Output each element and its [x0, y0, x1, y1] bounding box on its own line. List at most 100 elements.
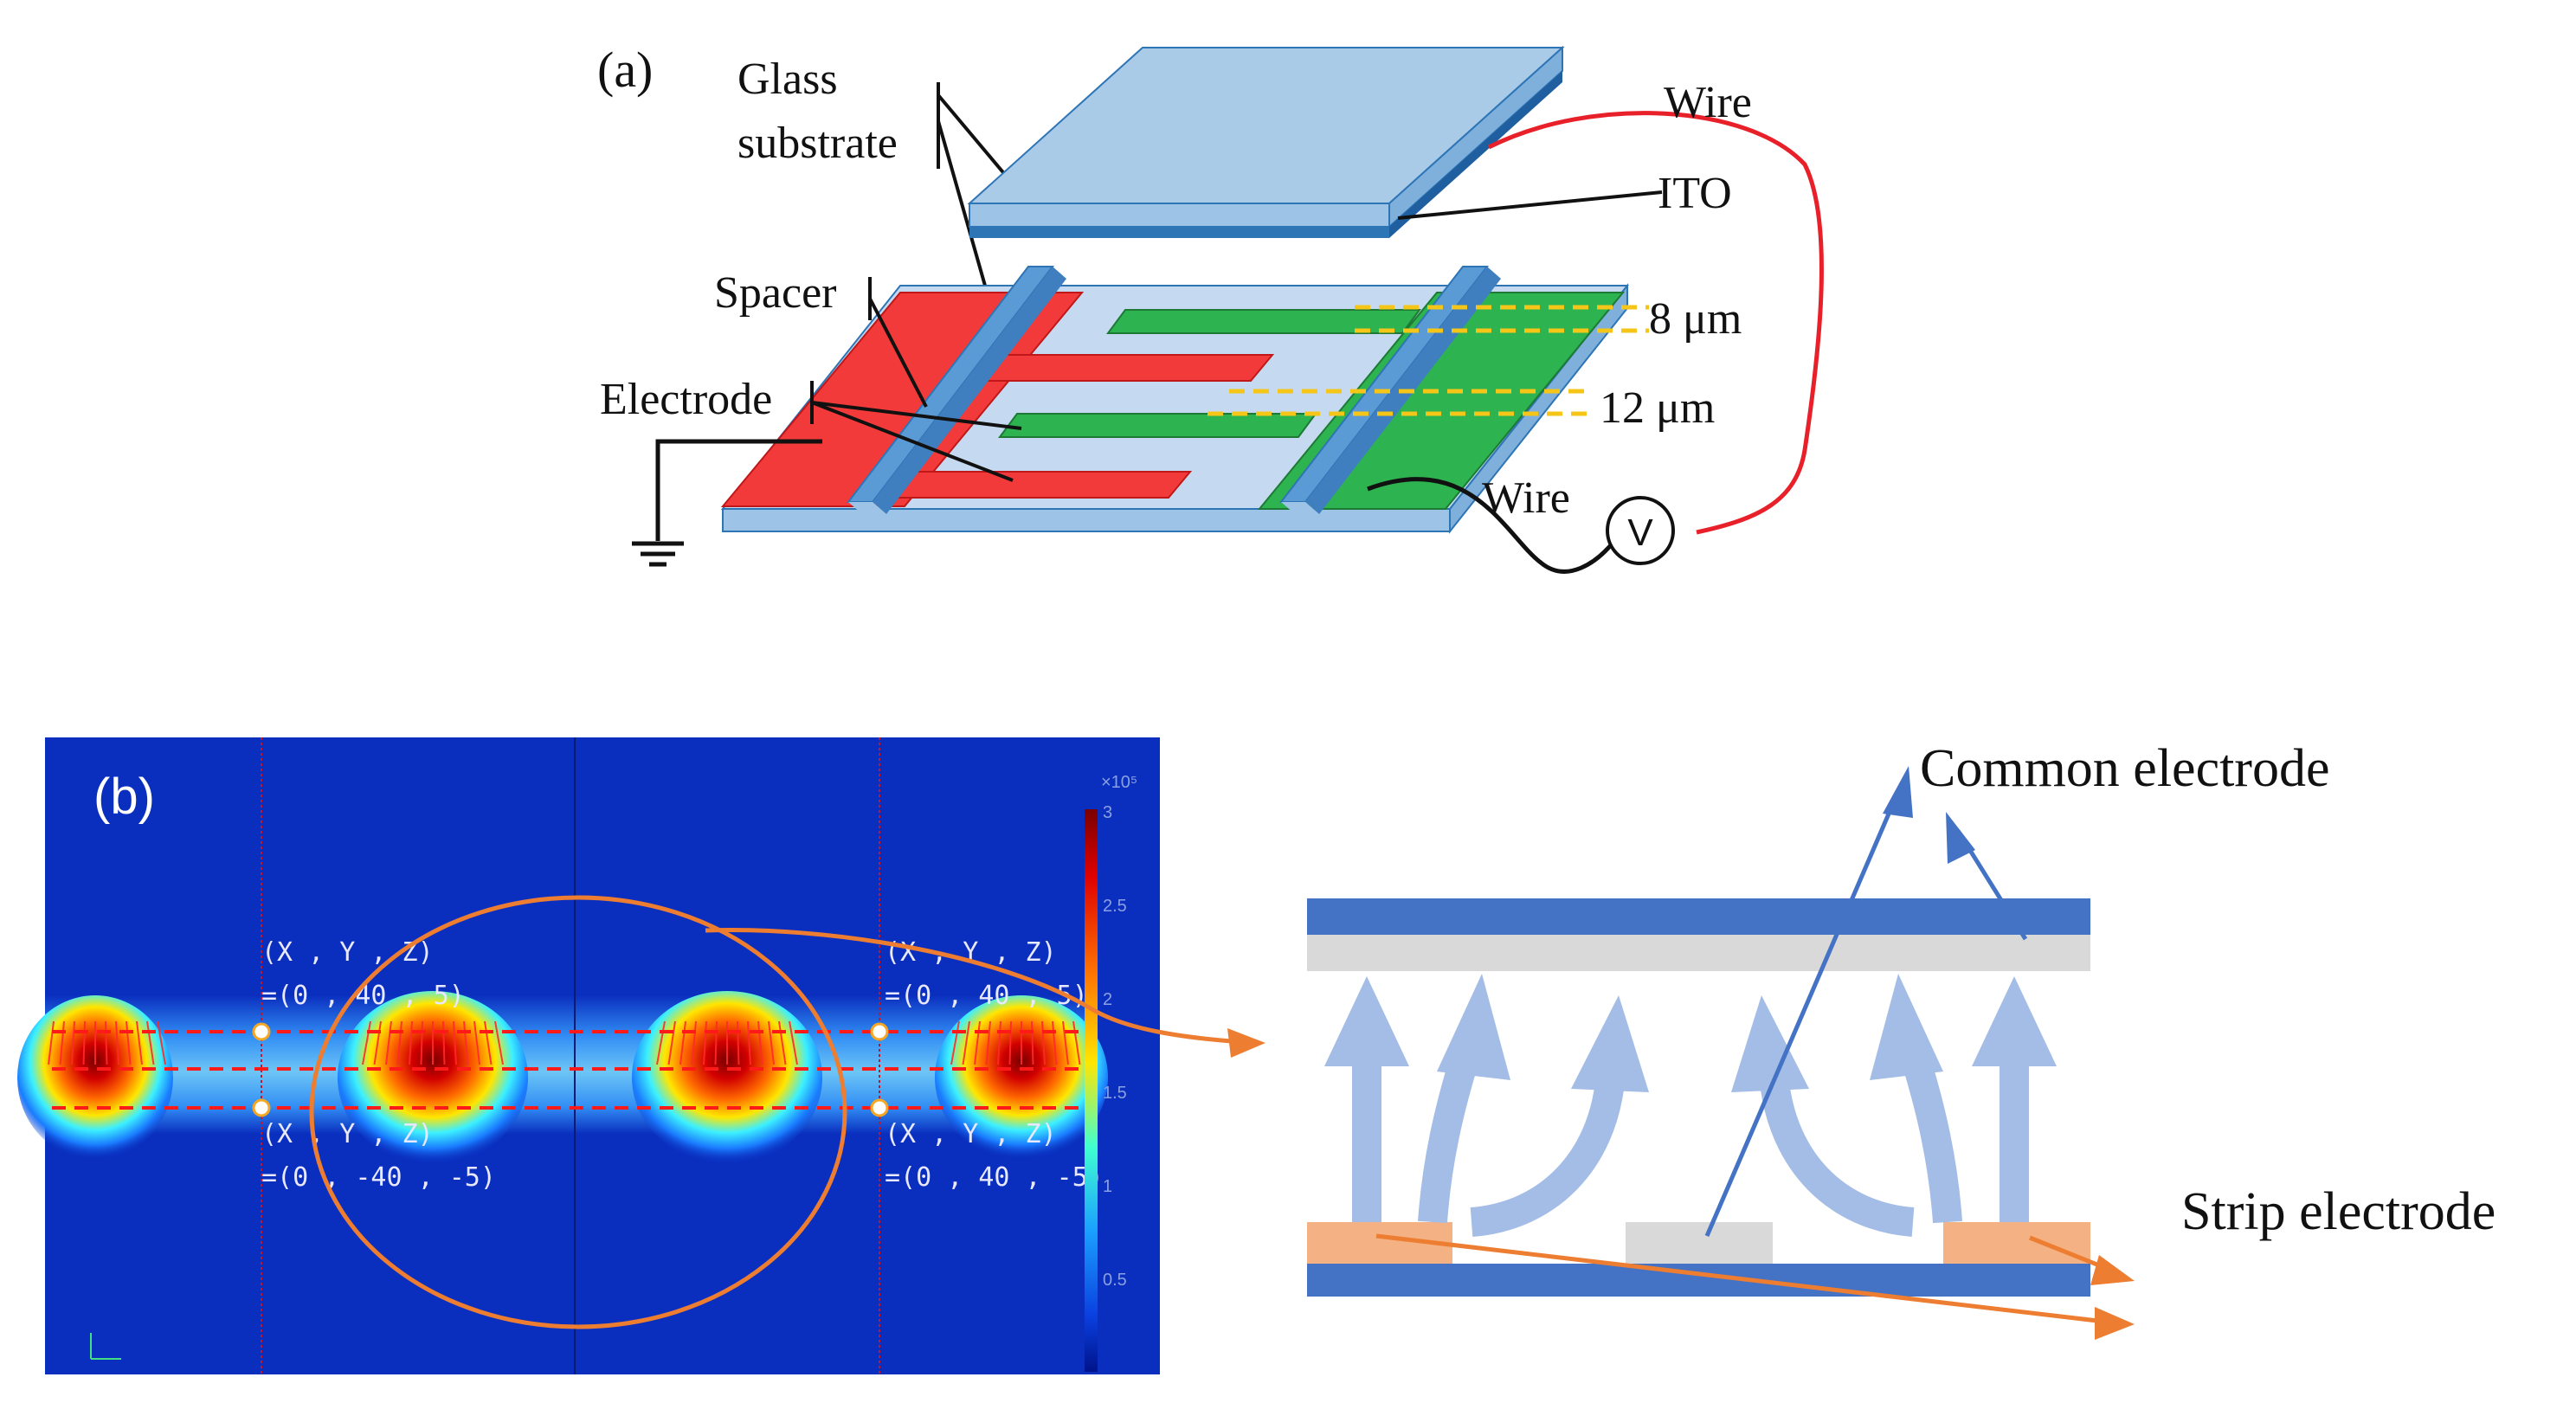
field-vector-arrow	[494, 1020, 504, 1065]
common-arrowhead-1	[1883, 766, 1913, 818]
field-vector-arrow	[473, 1020, 480, 1065]
field-vector-arrow	[105, 1020, 108, 1065]
field-vector-arrow	[667, 1020, 676, 1065]
field-vector-arrow	[1031, 1020, 1034, 1065]
field-vector-arrow	[691, 1020, 697, 1065]
highlight-ellipse	[309, 895, 847, 1329]
probe-bottom-left-line1: (X , Y , Z)	[261, 1119, 434, 1149]
field-vector-arrow	[1041, 1020, 1046, 1065]
ito-label: ITO	[1658, 169, 1732, 218]
field-vector-arrows	[48, 1020, 1081, 1065]
glass-substrate-label-line1: Glass	[737, 55, 838, 104]
electrode-leaders	[810, 381, 1022, 482]
field-vector-arrow	[136, 1020, 143, 1065]
glass-substrate-leaders	[937, 82, 1013, 286]
center-grey-block	[1626, 1222, 1773, 1264]
field-vector-arrow	[126, 1020, 132, 1065]
field-vector-arrow	[59, 1020, 65, 1065]
field-vector-arrow	[82, 1020, 86, 1065]
strip-arrowhead-2	[2090, 1255, 2135, 1285]
field-vector-arrow	[71, 1020, 75, 1065]
gap-markers	[1208, 305, 1649, 416]
probe-bottom-right-line1: (X , Y , Z)	[885, 1119, 1057, 1149]
voltmeter-label: V	[1627, 512, 1653, 554]
colorbar-tick-label: 2.5	[1103, 897, 1127, 916]
electrode-label: Electrode	[600, 375, 772, 424]
ito-leader	[1397, 190, 1663, 220]
field-vector-arrow	[1062, 1020, 1069, 1065]
colorbar-tick-label: 1.5	[1103, 1084, 1127, 1103]
probe-points	[252, 1022, 889, 1117]
colorbar-tick-label: 0.5	[1103, 1271, 1127, 1290]
panel-a-label: (a)	[597, 42, 653, 98]
field-vector-arrow	[385, 1020, 392, 1065]
top-wire	[1487, 111, 1824, 535]
field-vector-arrow	[985, 1020, 991, 1065]
spacer-leader	[868, 298, 928, 408]
connector-line	[705, 928, 1256, 1046]
panel-b-label: (b)	[93, 769, 155, 825]
probe-top-left-line1: (X , Y , Z)	[261, 937, 434, 968]
curved-arrowheads	[1437, 974, 1943, 1092]
schematic: Common electrode Strip electrode	[1307, 739, 2496, 1340]
strip-leader-1	[1375, 1233, 2113, 1325]
field-vector-arrow	[789, 1020, 798, 1065]
field-vector-arrow	[747, 1020, 751, 1065]
colorbar-tick-label: 2	[1103, 990, 1112, 1009]
field-vector-arrow	[463, 1020, 469, 1065]
field-vector-arrow	[997, 1020, 1001, 1065]
colorbar-tick-label: 1	[1103, 1177, 1112, 1196]
bottom-blue-plate	[1307, 1264, 2090, 1297]
field-vector-arrow	[737, 1020, 740, 1065]
field-vector-arrow	[442, 1020, 446, 1065]
top-blue-plate	[1307, 898, 2090, 935]
field-vector-arrow	[703, 1020, 707, 1065]
top-glass-plate	[967, 45, 1565, 238]
field-vector-arrow	[373, 1020, 382, 1065]
field-vector-arrow	[656, 1020, 666, 1065]
probe-bottom-left-line2: =(0 , -40 , -5)	[261, 1162, 496, 1193]
field-vector-arrow	[962, 1020, 970, 1065]
ground-symbol	[632, 439, 822, 567]
wire-top-label: Wire	[1664, 78, 1752, 127]
field-band	[45, 995, 1092, 1134]
field-vector-arrow	[115, 1020, 119, 1065]
field-vector-arrow	[768, 1020, 775, 1065]
probe-labels: (X , Y , Z) =(0 , 40 , 5) (X , Y , Z) =(…	[261, 937, 1104, 1193]
voltmeter-icon	[1606, 496, 1675, 565]
field-vector-arrow	[950, 1020, 960, 1065]
field-vector-arrow	[484, 1020, 493, 1065]
colorbar	[1085, 809, 1098, 1372]
colorbar-tick-label: 3	[1103, 803, 1112, 822]
colorbar-ticks: 3 2.5 2 1.5 1 0.5	[1103, 803, 1127, 1290]
bottom-wire	[1367, 477, 1616, 574]
wire-bottom-label: Wire	[1482, 473, 1570, 523]
field-vector-arrow	[974, 1020, 981, 1065]
colorbar-exponent: ×10⁵	[1101, 773, 1137, 792]
field-vector-arrow	[757, 1020, 763, 1065]
gap-8um-label: 8 μm	[1649, 294, 1742, 344]
field-line-arrows	[1324, 976, 2057, 1222]
common-arrowhead-2	[1946, 812, 1975, 864]
field-vector-arrow	[420, 1020, 423, 1065]
field-vector-arrow	[1072, 1020, 1081, 1065]
curved-field-arrows	[1418, 1060, 1962, 1237]
field-vector-arrow	[157, 1020, 166, 1065]
probe-lines	[52, 1030, 1095, 1110]
field-vector-arrow	[679, 1020, 686, 1065]
panel-b-field-map: (b) (X , Y , Z) =(0 , 40 , 5) (X , Y , Z…	[17, 737, 1160, 1374]
field-vector-arrow	[1008, 1020, 1012, 1065]
top-grey-layer	[1307, 935, 2090, 971]
field-vector-arrow	[409, 1020, 413, 1065]
common-leader-1	[1704, 787, 1903, 1237]
panel-a: (a) Glass substrate Wire ITO	[597, 42, 1824, 574]
connector-arrowhead	[1227, 1028, 1265, 1058]
strip-arrowhead-1	[2095, 1307, 2135, 1340]
field-vector-arrow	[362, 1020, 371, 1065]
field-vector-arrow	[396, 1020, 402, 1065]
field-vector-arrow	[453, 1020, 457, 1065]
field-vector-arrow	[714, 1020, 718, 1065]
common-electrode-label: Common electrode	[1920, 739, 2329, 798]
